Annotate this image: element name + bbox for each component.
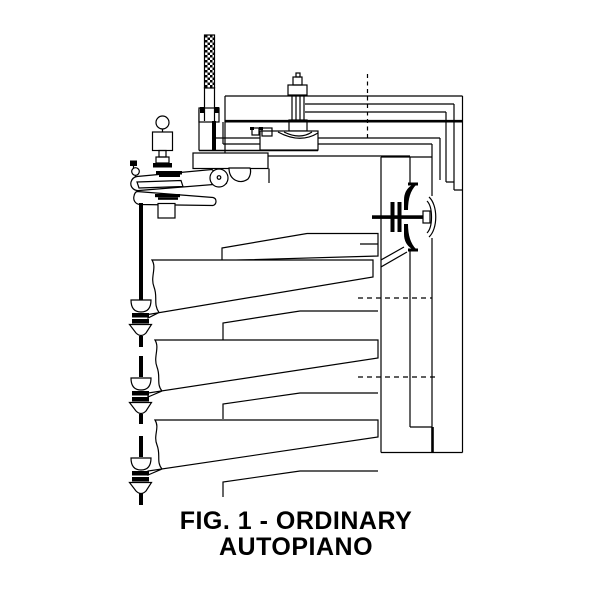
key-slab-2 [147, 339, 379, 398]
caption-line-2: AUTOPIANO [218, 533, 374, 561]
bleed-valve [250, 127, 273, 137]
action-frame [380, 96, 464, 454]
tracker-bar-tube [198, 34, 220, 150]
roller [209, 168, 229, 188]
figure-caption: FIG. 1 - ORDINARY AUTOPIANO [0, 508, 592, 560]
wippen-assembly [130, 167, 252, 219]
capstan-unit-1 [128, 299, 153, 347]
capstan-unit-3 [128, 436, 153, 505]
pouch-well [259, 130, 319, 151]
key-slab-1 [147, 259, 374, 319]
support-block [192, 152, 269, 170]
key-slab-3 [147, 419, 379, 476]
weight-assembly [151, 115, 174, 168]
capstan-unit-2 [128, 356, 153, 424]
jack-foot [228, 167, 252, 183]
sticker-2 [222, 392, 378, 419]
adjustment-screw [287, 72, 308, 132]
sticker-3 [222, 470, 378, 497]
wippen-sticker [221, 232, 379, 262]
valve-assembly [372, 182, 437, 268]
caption-line-1: FIG. 1 - ORDINARY [179, 507, 413, 535]
sticker-1 [222, 310, 378, 341]
valve-pouch [426, 196, 437, 238]
pushrod [139, 203, 143, 300]
dashed-section-lines [358, 297, 438, 378]
